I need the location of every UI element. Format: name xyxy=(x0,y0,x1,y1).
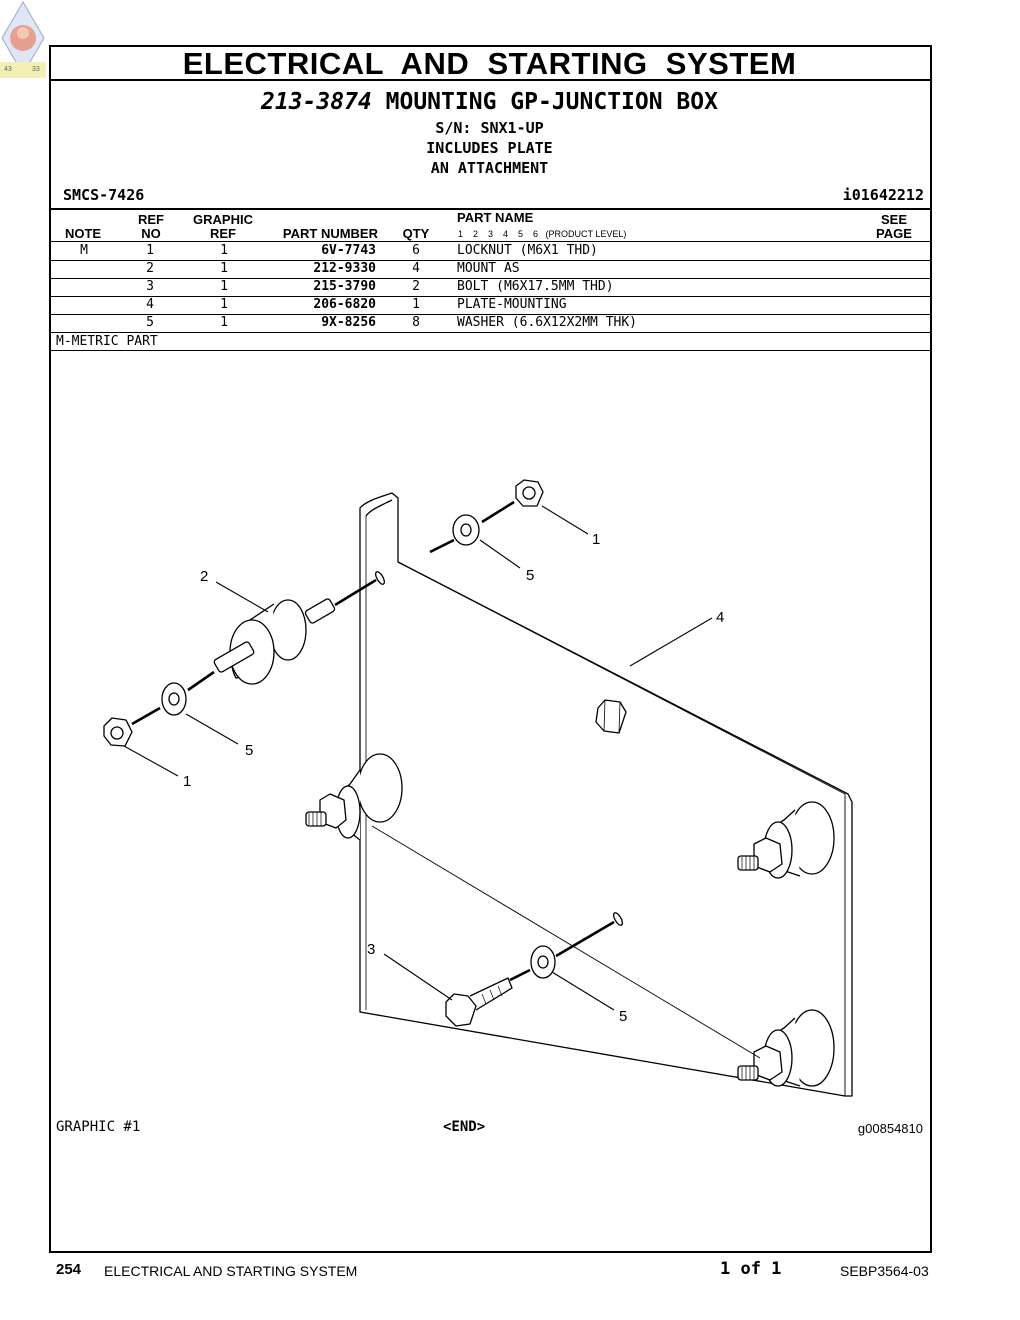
end-marker: <END> xyxy=(443,1119,486,1135)
header-graphic-ref: GRAPHIC REF xyxy=(186,213,260,241)
row-part-name: PLATE-MOUNTING xyxy=(457,297,567,312)
badge-right-number: 33 xyxy=(32,66,40,73)
header-graphic-ref-line: REF xyxy=(210,226,236,241)
footer-section: ELECTRICAL AND STARTING SYSTEM xyxy=(104,1263,358,1279)
exploded-view-illustration: 1 5 2 4 5 1 3 5 xyxy=(103,479,853,1097)
group-title: 213-3874 MOUNTING GP-JUNCTION BOX xyxy=(49,89,930,115)
row-part-name: WASHER (6.6X12X2MM THK) xyxy=(457,315,638,330)
callout-label: 1 xyxy=(592,531,600,548)
group-name: MOUNTING GP-JUNCTION BOX xyxy=(385,89,718,115)
group-note-1: INCLUDES PLATE xyxy=(426,139,553,157)
header-product-level: 1 2 3 4 5 6 (PRODUCT LEVEL) xyxy=(458,229,627,239)
group-number: 213-3874 xyxy=(261,89,372,115)
table-row: 2 1 212-9330 4 MOUNT AS xyxy=(51,260,930,278)
row-qty: 2 xyxy=(412,279,420,294)
badge-left-number: 43 xyxy=(4,66,12,73)
row-graphic: 1 xyxy=(220,279,228,294)
row-rule xyxy=(51,314,930,315)
plate-mount-lower-right xyxy=(737,1009,835,1087)
row-graphic: 1 xyxy=(220,315,228,330)
plate-mount-upper-left xyxy=(305,753,403,841)
page-of: 1 of 1 xyxy=(720,1259,782,1279)
smcs-code: SMCS-7426 xyxy=(63,186,145,204)
callout-label: 5 xyxy=(619,1008,627,1025)
graphic-image-id: g00854810 xyxy=(857,1121,923,1136)
section-title: ELECTRICAL AND STARTING SYSTEM xyxy=(182,46,797,81)
row-rule xyxy=(51,332,930,333)
row-qty: 4 xyxy=(412,261,420,276)
header-see-line: SEE xyxy=(880,212,907,227)
table-row: 4 1 206-6820 1 PLATE-MOUNTING xyxy=(51,296,930,314)
top-hardware xyxy=(429,479,544,554)
row-rule xyxy=(51,296,930,297)
row-qty: 1 xyxy=(412,297,420,312)
row-part-name: BOLT (M6X17.5MM THD) xyxy=(457,279,614,294)
header-graphic-line: GRAPHIC xyxy=(193,212,253,227)
header-see-page: SEE PAGE xyxy=(868,213,920,241)
header-note: NOTE xyxy=(64,226,102,241)
callout-labels: 1 5 2 4 5 1 3 5 xyxy=(183,531,724,1025)
callout-label: 1 xyxy=(183,773,191,790)
row-rule xyxy=(51,260,930,261)
legend-rule xyxy=(51,350,930,351)
row-part-name: MOUNT AS xyxy=(457,261,520,276)
header-part-number: PART NUMBER xyxy=(282,226,378,241)
metric-legend: M-METRIC PART xyxy=(56,334,158,349)
plate-center-nut xyxy=(595,699,627,734)
diamond-logo-icon xyxy=(0,1,46,78)
row-ref: 3 xyxy=(146,279,154,294)
row-part-number[interactable]: 212-9330 xyxy=(313,261,376,276)
callout-label: 3 xyxy=(367,941,375,958)
row-qty: 8 xyxy=(412,315,420,330)
row-graphic: 1 xyxy=(220,261,228,276)
row-qty: 6 xyxy=(412,243,420,258)
leader-lines xyxy=(123,505,713,1011)
table-top-rule xyxy=(51,208,930,210)
row-part-name: LOCKNUT (M6X1 THD) xyxy=(457,243,598,258)
callout-label: 2 xyxy=(200,568,208,585)
group-note-2: AN ATTACHMENT xyxy=(430,159,549,177)
row-note: M xyxy=(80,243,88,258)
left-mount-exploded xyxy=(103,571,386,747)
row-ref: 5 xyxy=(146,315,154,330)
header-qty: QTY xyxy=(402,226,430,241)
row-graphic: 1 xyxy=(220,297,228,312)
callout-label: 5 xyxy=(245,742,253,759)
table-row: 5 1 9X-8256 8 WASHER (6.6X12X2MM THK) xyxy=(51,314,930,332)
page-number: 254 xyxy=(56,1261,82,1278)
row-graphic: 1 xyxy=(220,243,228,258)
row-ref: 1 xyxy=(146,243,154,258)
row-rule xyxy=(51,278,930,279)
document-number: SEBP3564-03 xyxy=(840,1263,929,1279)
callout-label: 5 xyxy=(526,567,534,584)
bottom-hardware xyxy=(445,912,624,1027)
header-part-name: PART NAME xyxy=(457,210,534,225)
graphic-label: GRAPHIC #1 xyxy=(56,1119,141,1135)
row-ref: 4 xyxy=(146,297,154,312)
page-frame xyxy=(49,45,932,1253)
header-no-line: NO xyxy=(141,226,161,241)
mounting-plate xyxy=(359,492,853,1097)
row-part-number[interactable]: 6V-7743 xyxy=(321,243,376,258)
header-ref-line: REF xyxy=(138,212,164,227)
illustration-id: i01642212 xyxy=(842,186,924,204)
header-rule xyxy=(51,241,930,242)
serial-range: S/N: SNX1-UP xyxy=(435,119,544,137)
table-row: 3 1 215-3790 2 BOLT (M6X17.5MM THD) xyxy=(51,278,930,296)
section-bar xyxy=(49,45,932,81)
row-part-number[interactable]: 206-6820 xyxy=(313,297,376,312)
row-part-number[interactable]: 9X-8256 xyxy=(321,315,376,330)
header-page-line: PAGE xyxy=(876,226,912,241)
callout-label: 4 xyxy=(716,609,724,626)
table-row: M 1 1 6V-7743 6 LOCKNUT (M6X1 THD) xyxy=(51,242,930,260)
plate-mount-upper-right xyxy=(737,801,835,879)
row-ref: 2 xyxy=(146,261,154,276)
header-ref-no: REF NO xyxy=(130,213,172,241)
corner-badge: 43 33 xyxy=(0,0,46,78)
row-part-number[interactable]: 215-3790 xyxy=(313,279,376,294)
